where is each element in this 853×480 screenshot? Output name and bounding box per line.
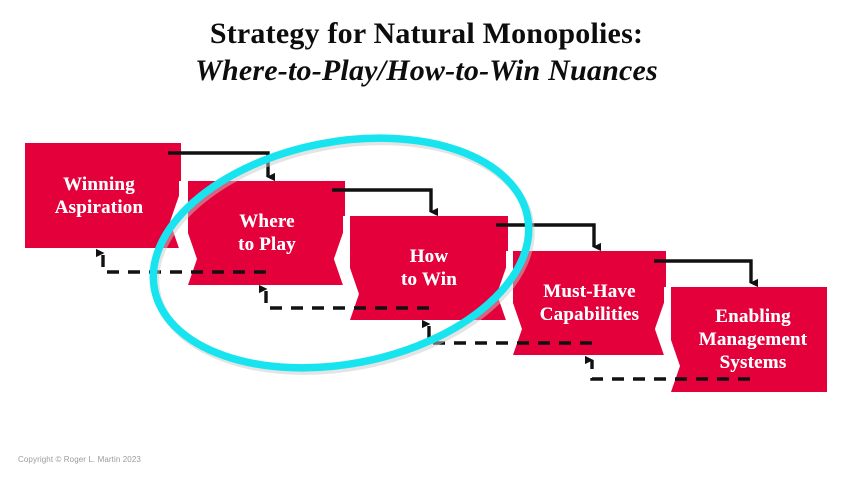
stage-label-winning-aspiration[interactable]: Winning Aspiration bbox=[25, 143, 173, 248]
feedback-arrow-4 bbox=[584, 355, 750, 381]
highlight-ellipse bbox=[149, 134, 533, 372]
stage-label-enabling-management-systems[interactable]: Enabling Management Systems bbox=[679, 287, 827, 392]
stage-shape-enabling-management-systems[interactable] bbox=[671, 287, 827, 392]
feedback-arrow-1 bbox=[95, 248, 266, 274]
feedback-arrow-3 bbox=[421, 319, 592, 345]
feedback-arrow-2 bbox=[258, 284, 429, 310]
forward-arrow-3 bbox=[496, 223, 602, 252]
stage-label-how-to-win[interactable]: How to Win bbox=[358, 216, 500, 320]
stage-text: Winning Aspiration bbox=[54, 173, 144, 218]
fold-line-2-3 bbox=[333, 216, 347, 320]
stage-text: How to Win bbox=[401, 246, 457, 290]
slide-title: Strategy for Natural Monopolies: Where-t… bbox=[0, 16, 853, 90]
stage-shape-how-to-win[interactable] bbox=[350, 216, 508, 320]
stage-text: Must-Have Capabilities bbox=[539, 281, 640, 325]
title-line-2: Where-to-Play/How-to-Win Nuances bbox=[195, 54, 658, 87]
fold-line-4-5 bbox=[654, 287, 668, 392]
stage-text: Enabling Management Systems bbox=[698, 306, 808, 373]
stage-label-must-have-capabilities[interactable]: Must-Have Capabilities bbox=[521, 251, 658, 355]
feedback-arrows bbox=[95, 248, 750, 381]
title-line-1: Strategy for Natural Monopolies: bbox=[209, 17, 644, 50]
stage-label-where-to-play[interactable]: Where to Play bbox=[196, 181, 338, 285]
copyright-notice: Copyright © Roger L. Martin 2023 bbox=[18, 455, 141, 464]
stage-text: Where to Play bbox=[238, 211, 296, 255]
stage-shape-must-have-capabilities[interactable] bbox=[513, 251, 666, 355]
stage-shapes bbox=[25, 143, 827, 392]
forward-arrow-2 bbox=[332, 188, 439, 217]
stage-shape-where-to-play[interactable] bbox=[188, 181, 345, 285]
stage-shape-winning-aspiration[interactable] bbox=[25, 143, 181, 248]
highlight-ellipse-group bbox=[149, 134, 535, 375]
forward-arrow-1 bbox=[168, 151, 276, 182]
forward-arrow-4 bbox=[654, 259, 759, 288]
